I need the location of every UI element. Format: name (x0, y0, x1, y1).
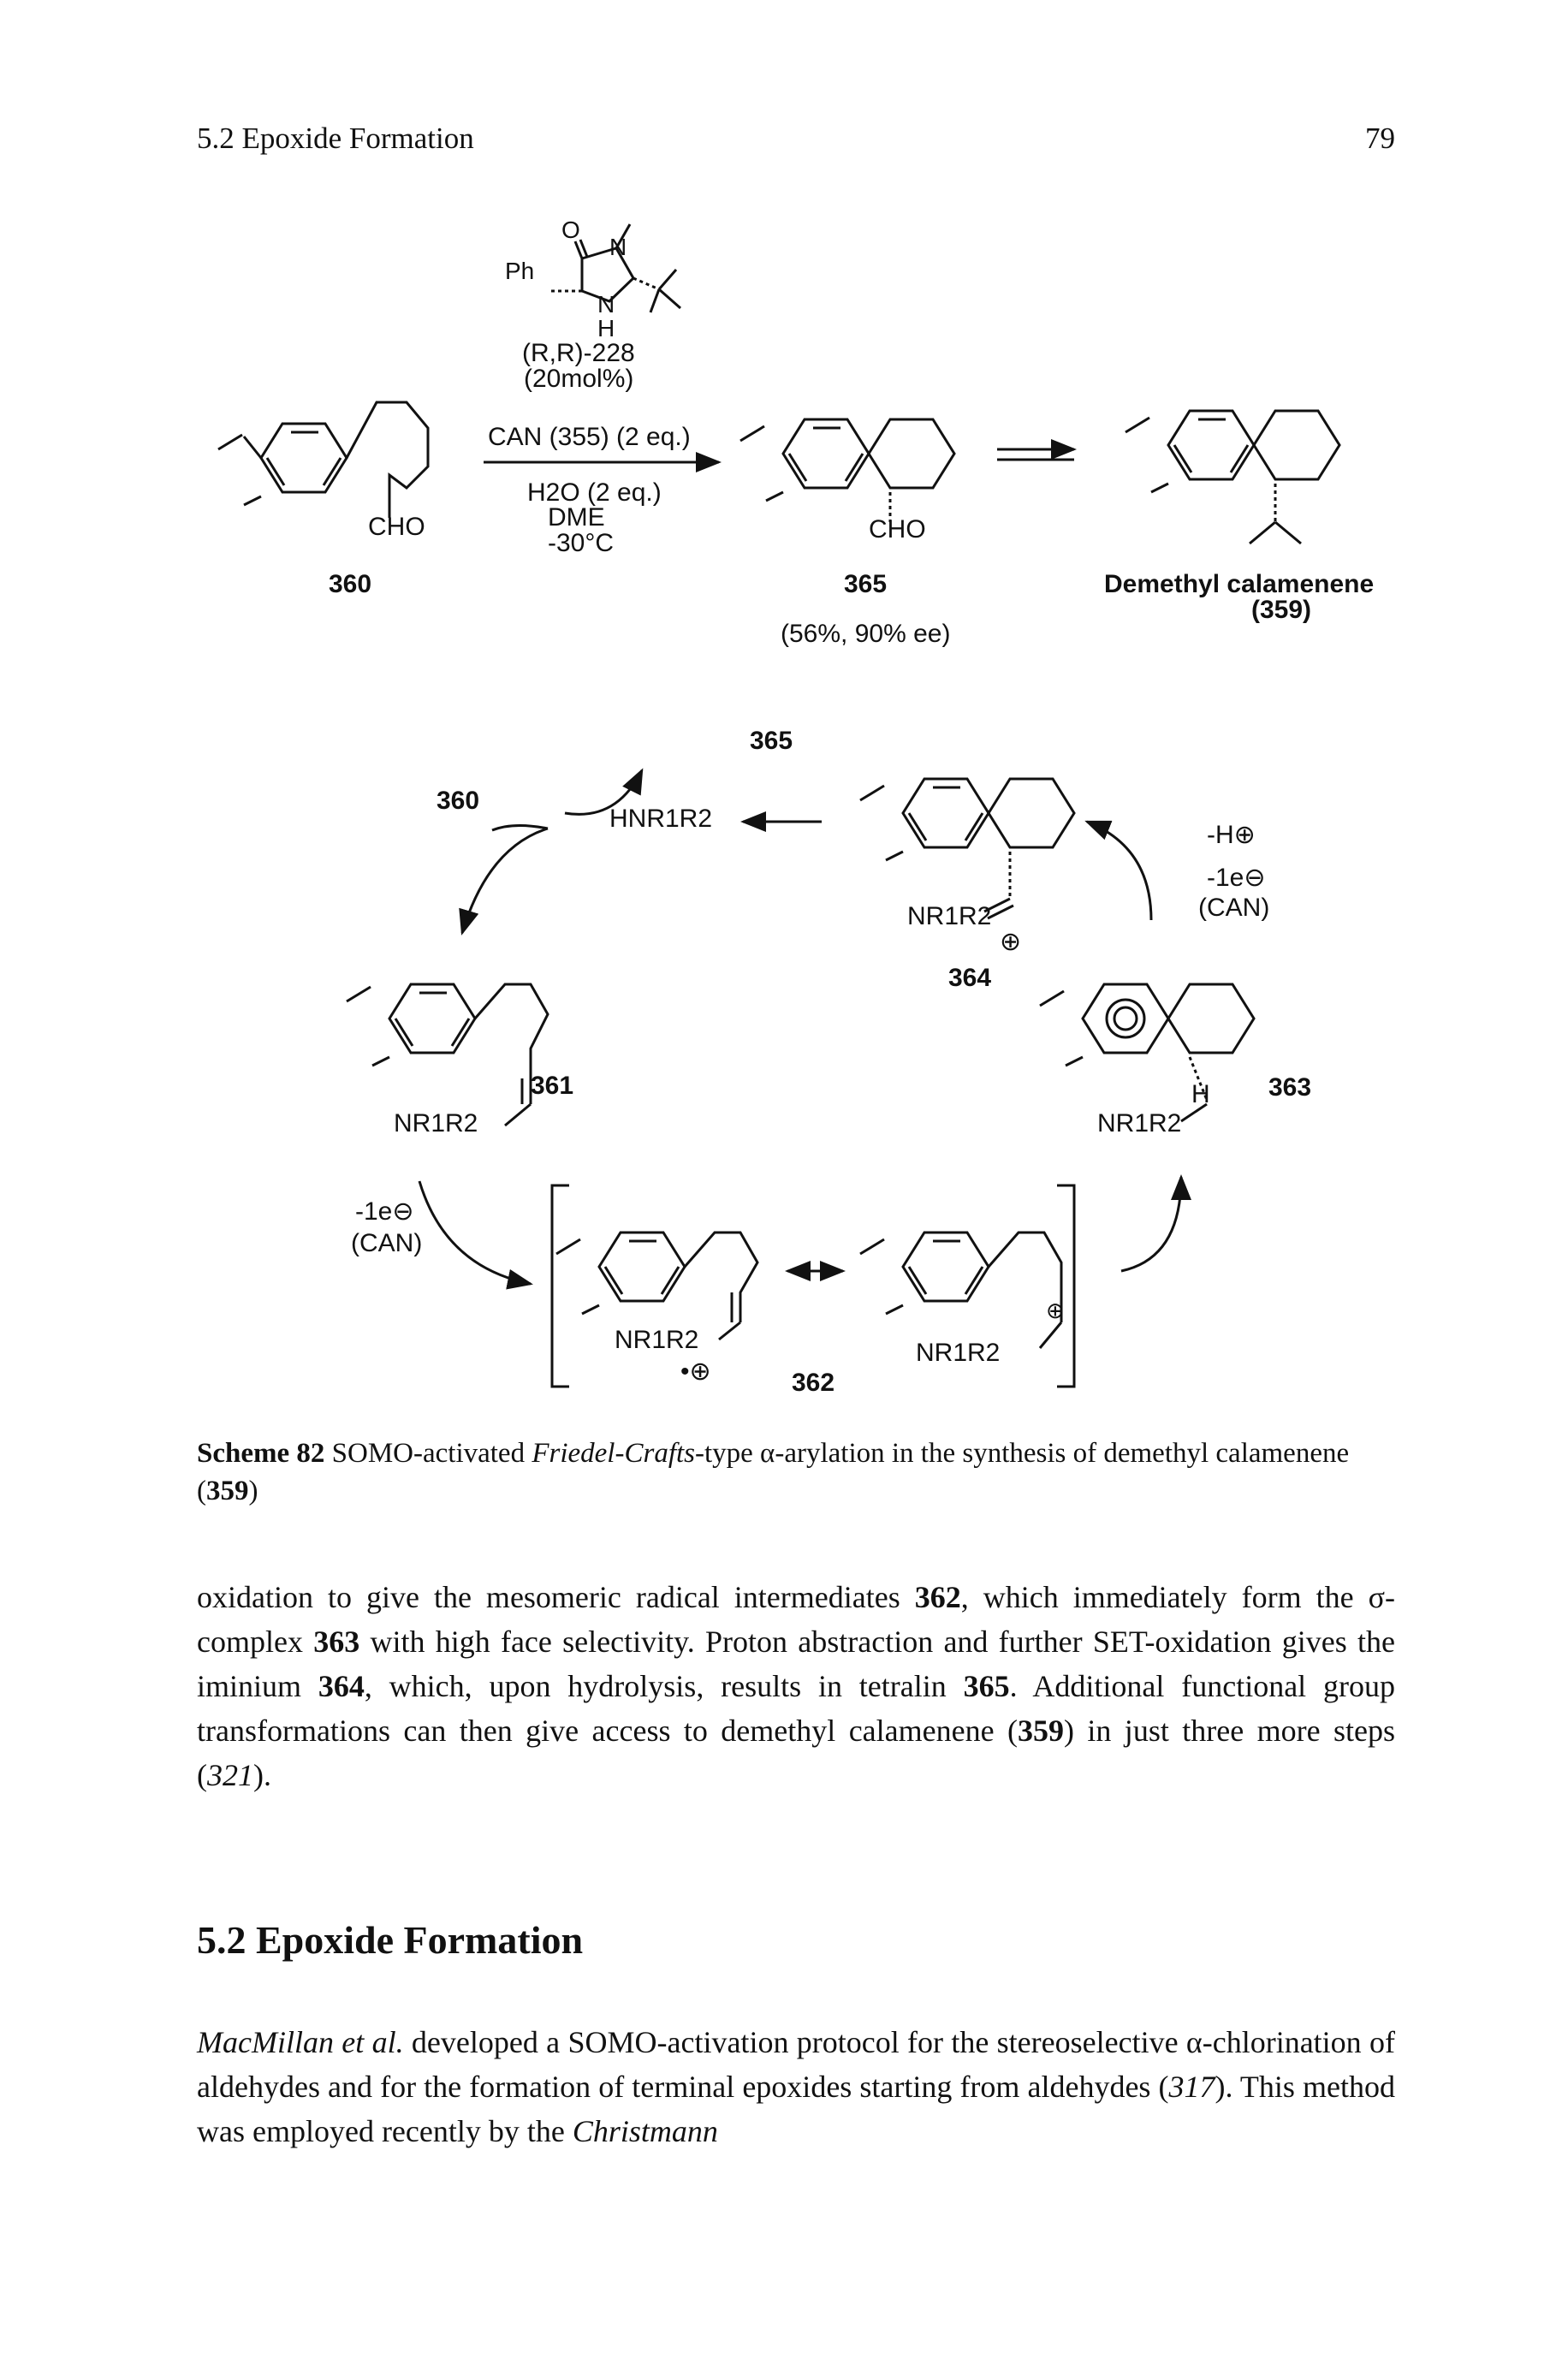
nr-label-363: NR1R2 (1097, 1109, 1181, 1138)
plus-362b: ⊕ (1046, 1298, 1065, 1323)
arrow-from-360 (491, 823, 549, 832)
reagent-water: H2O (2 eq.) (527, 478, 662, 507)
compound-362-label: 362 (792, 1369, 834, 1397)
arrow-362-to-363 (1120, 1174, 1191, 1273)
catalyst-loading: (20mol%) (524, 365, 633, 393)
structure-364 (859, 777, 1076, 920)
plus-364: ⊕ (1000, 928, 1021, 956)
radical-plus-362a: •⊕ (680, 1357, 711, 1386)
amine-label: HNR1R2 (609, 805, 712, 833)
catalyst-atom-h: H (597, 315, 615, 342)
section-heading: 5.2 Epoxide Formation (197, 1918, 584, 1962)
catalyst-structure (548, 223, 681, 313)
nr-label-362b: NR1R2 (916, 1339, 1000, 1367)
structure-359 (1125, 409, 1341, 545)
catalyst-atom-o: O (561, 217, 580, 243)
running-head-title: 5.2 Epoxide Formation (197, 122, 474, 155)
caption-italic: Friedel-Crafts (532, 1438, 695, 1469)
compound-364-label: 364 (948, 964, 991, 992)
body-paragraph-2: MacMillan et al. developed a SOMO-activa… (197, 2025, 1395, 2148)
catalyst-atom-nh: N (597, 291, 615, 318)
compound-361-label: 361 (531, 1072, 573, 1100)
reagent-temp: -30°C (548, 529, 614, 557)
cho-label-360: CHO (368, 513, 425, 541)
catalyst-ph: Ph (505, 258, 534, 284)
nr-label-362a: NR1R2 (615, 1326, 698, 1354)
can-label-left: (CAN) (351, 1229, 422, 1257)
catalyst-label: (R,R)-228 (522, 339, 635, 367)
minus-e-label-left: -1e⊖ (355, 1197, 414, 1226)
minus-h-label: -H⊕ (1207, 821, 1256, 849)
nr-label-361: NR1R2 (394, 1109, 478, 1138)
scheme-caption: Scheme 82 SOMO-activated Friedel-Crafts-… (197, 1435, 1395, 1510)
structure-360 (217, 401, 430, 518)
structure-362-form-a (555, 1231, 759, 1341)
page-number: 79 (1365, 122, 1395, 155)
structure-361 (346, 983, 549, 1127)
yield-365: (56%, 90% ee) (781, 620, 950, 648)
caption-text-b: -type α-arylation in the synthesis of de… (197, 1438, 1350, 1506)
product-number: (359) (1251, 596, 1311, 624)
h-label-363: H (1191, 1080, 1210, 1108)
reagent-can: CAN (355) (2 eq.) (488, 423, 691, 451)
compound-365-label: 365 (844, 570, 887, 598)
compound-363-label: 363 (1268, 1073, 1311, 1102)
structure-363 (1039, 983, 1256, 1123)
structure-365 (739, 418, 956, 522)
nr-label-364: NR1R2 (907, 902, 991, 930)
cycle-label-360: 360 (437, 787, 479, 815)
minus-e-label-right: -1e⊖ (1207, 864, 1266, 892)
arrow-363-to-364 (1084, 820, 1153, 921)
caption-compound: 359 (206, 1476, 249, 1506)
bracket-left (550, 1184, 569, 1388)
cycle-label-365: 365 (750, 727, 793, 755)
running-head: 5.2 Epoxide Formation 79 (197, 122, 1395, 164)
reagent-dme: DME (548, 503, 605, 532)
caption-text: SOMO-activated (324, 1438, 532, 1469)
compound-360-label: 360 (329, 570, 371, 598)
structure-362-form-b (859, 1231, 1063, 1349)
body-paragraph-1: oxidation to give the mesomeric radical … (197, 1580, 1396, 1792)
can-label-right: (CAN) (1198, 894, 1269, 922)
reaction-scheme: O N N H Ph (R,R)-228 (20mol%) CAN (355) … (217, 217, 1374, 1397)
cho-label-365: CHO (869, 515, 926, 544)
product-name: Demethyl calamenene (1104, 570, 1374, 598)
caption-close: ) (248, 1476, 258, 1506)
catalyst-atom-n: N (609, 234, 627, 260)
arrow-361-to-362 (418, 1180, 533, 1290)
caption-label: Scheme 82 (197, 1438, 325, 1469)
arrow-to-365 (564, 768, 644, 816)
bracket-right (1057, 1184, 1076, 1388)
